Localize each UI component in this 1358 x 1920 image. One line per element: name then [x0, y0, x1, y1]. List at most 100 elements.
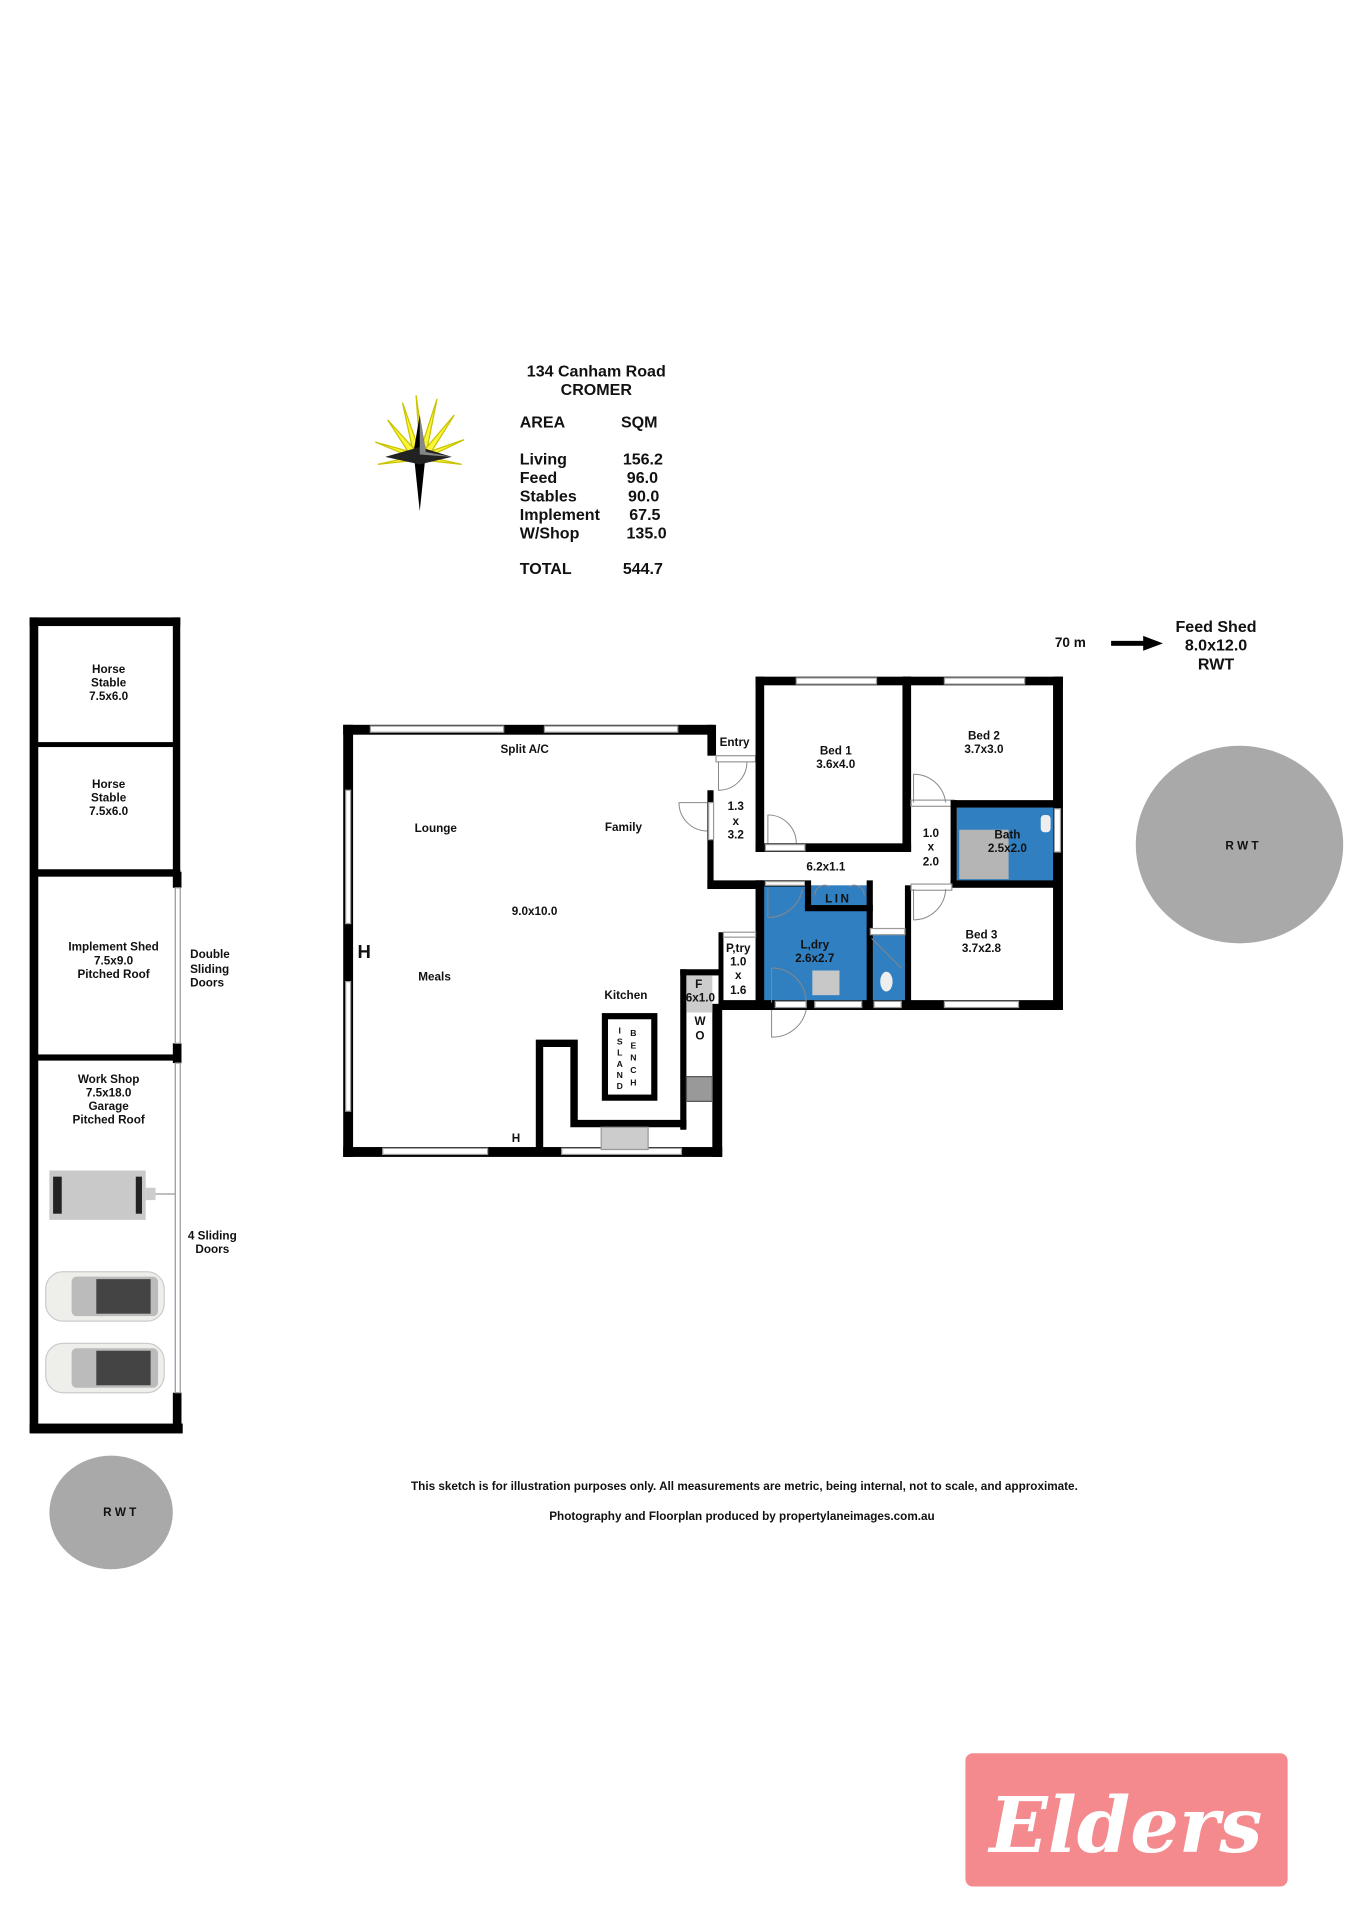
total-label: TOTAL	[520, 560, 572, 578]
fridge-dim: .6x1.0	[682, 991, 715, 1004]
bed2-dim: 3.7x3.0	[964, 743, 1004, 756]
island-letter: L	[617, 1048, 622, 1058]
area-value: 135.0	[627, 524, 667, 542]
entry-dim: x	[733, 815, 740, 828]
laundry-label: L,dry	[800, 938, 829, 951]
stable2-dim: 7.5x6.0	[89, 805, 129, 818]
tank-label: R W T	[1225, 840, 1259, 853]
implement-dim: 7.5x9.0	[94, 954, 134, 967]
stable1-dim: 7.5x6.0	[89, 690, 129, 703]
pantry-dim: x	[735, 969, 742, 982]
bench-letter: N	[630, 1053, 636, 1063]
hall-dim: 1.0	[923, 827, 940, 840]
workshop-label: Work Shop	[78, 1073, 140, 1086]
total-value: 544.7	[623, 560, 663, 578]
area-value: 96.0	[627, 469, 658, 487]
bench-letter: B	[630, 1028, 636, 1038]
bench-letter: C	[630, 1065, 636, 1075]
area-value: 90.0	[628, 487, 659, 505]
entry-label: Entry	[720, 736, 750, 749]
bath-label: Bath	[994, 828, 1020, 841]
hall-dim: 6.2x1.1	[806, 860, 846, 873]
house: Split A/C Entry Lounge Family 9.0x10.0 M…	[343, 676, 1063, 1157]
workshop-dim: 7.5x18.0	[86, 1086, 132, 1099]
split-ac-label: Split A/C	[500, 743, 549, 756]
entry-dim: 3.2	[728, 828, 745, 841]
sliding-doors-label: Doors	[195, 1243, 229, 1256]
bed2-label: Bed 2	[968, 730, 1000, 743]
rainwater-tank	[1135, 745, 1344, 944]
island-letter: A	[617, 1059, 623, 1069]
trailer-icon	[49, 1170, 176, 1220]
double-doors-label: Doors	[190, 977, 224, 990]
bath-dim: 2.5x2.0	[988, 842, 1028, 855]
area-value: 156.2	[623, 450, 663, 468]
logo-text: Elders	[987, 1781, 1262, 1871]
credit: Photography and Floorplan produced by pr…	[549, 1510, 934, 1523]
main-dim-label: 9.0x10.0	[512, 905, 558, 918]
hall-dim: x	[928, 841, 935, 854]
island-letter: S	[617, 1037, 623, 1047]
bench-letter: E	[630, 1040, 636, 1050]
stable1-label: Stable	[91, 677, 127, 690]
implement-roof: Pitched Roof	[77, 968, 149, 981]
area-label: Living	[520, 450, 567, 468]
address-line2: CROMER	[561, 381, 633, 399]
wall-oven-label: O	[695, 1030, 704, 1043]
lounge-label: Lounge	[415, 822, 458, 835]
area-col-header: AREA	[520, 413, 566, 431]
rainwater-tank	[49, 1455, 173, 1570]
island-letter: N	[617, 1070, 623, 1080]
bench-letter: H	[630, 1077, 636, 1087]
workshop-garage: Garage	[88, 1100, 129, 1113]
car-icon	[45, 1342, 165, 1394]
arrow-right-icon	[1111, 635, 1163, 651]
kitchen-label: Kitchen	[604, 989, 647, 1002]
sheds: Horse Stable 7.5x6.0 Horse Stable 7.5x6.…	[29, 617, 237, 1434]
bed3-label: Bed 3	[966, 928, 998, 941]
workshop-roof: Pitched Roof	[73, 1114, 145, 1127]
heater-label: H	[512, 1132, 520, 1145]
distance-label: 70 m	[1055, 635, 1086, 650]
address-line1: 134 Canham Road	[527, 363, 666, 381]
pantry-label: P,try	[726, 942, 751, 955]
double-doors-label: Sliding	[190, 963, 229, 976]
stable2-label: Horse	[92, 778, 126, 791]
island-letter: D	[617, 1081, 623, 1091]
area-label: Feed	[520, 469, 557, 487]
hall-dim: 2.0	[923, 856, 940, 869]
sliding-doors-label: 4 Sliding	[188, 1230, 237, 1243]
area-label: W/Shop	[520, 524, 580, 542]
heater-label: H	[358, 941, 371, 962]
disclaimer: This sketch is for illustration purposes…	[411, 1480, 1078, 1493]
bed3-dim: 3.7x2.8	[962, 942, 1002, 955]
car-icon	[45, 1271, 165, 1322]
meals-label: Meals	[418, 970, 451, 983]
area-value: 67.5	[629, 506, 660, 524]
linen-label: LIN	[825, 893, 851, 906]
wall-oven-label: W	[694, 1015, 706, 1028]
tank-label: R W T	[103, 1506, 137, 1519]
entry-dim: 1.3	[728, 800, 745, 813]
bed1-label: Bed 1	[820, 744, 852, 757]
feed-shed-rwt: RWT	[1198, 655, 1234, 673]
fridge-label: F	[695, 978, 702, 991]
double-doors-label: Double	[190, 948, 230, 961]
island-bench-label: I S L A N D B E N C H	[617, 1025, 637, 1091]
pantry-dim: 1.0	[730, 956, 747, 969]
area-label: Implement	[520, 506, 601, 524]
bed1-dim: 3.6x4.0	[816, 758, 856, 771]
feed-shed-label: Feed Shed	[1175, 618, 1256, 636]
area-table: Living 156.2 Feed 96.0 Stables 90.0 Impl…	[520, 450, 667, 578]
feed-shed-dim: 8.0x12.0	[1185, 637, 1247, 655]
pantry-dim: 1.6	[730, 984, 747, 997]
implement-label: Implement Shed	[68, 941, 159, 954]
island-letter: I	[619, 1025, 621, 1035]
family-label: Family	[605, 821, 643, 834]
compass-icon	[375, 395, 465, 512]
stable1-label: Horse	[92, 663, 126, 676]
elders-logo: Elders	[965, 1753, 1288, 1887]
area-label: Stables	[520, 487, 577, 505]
sqm-col-header: SQM	[621, 413, 658, 431]
